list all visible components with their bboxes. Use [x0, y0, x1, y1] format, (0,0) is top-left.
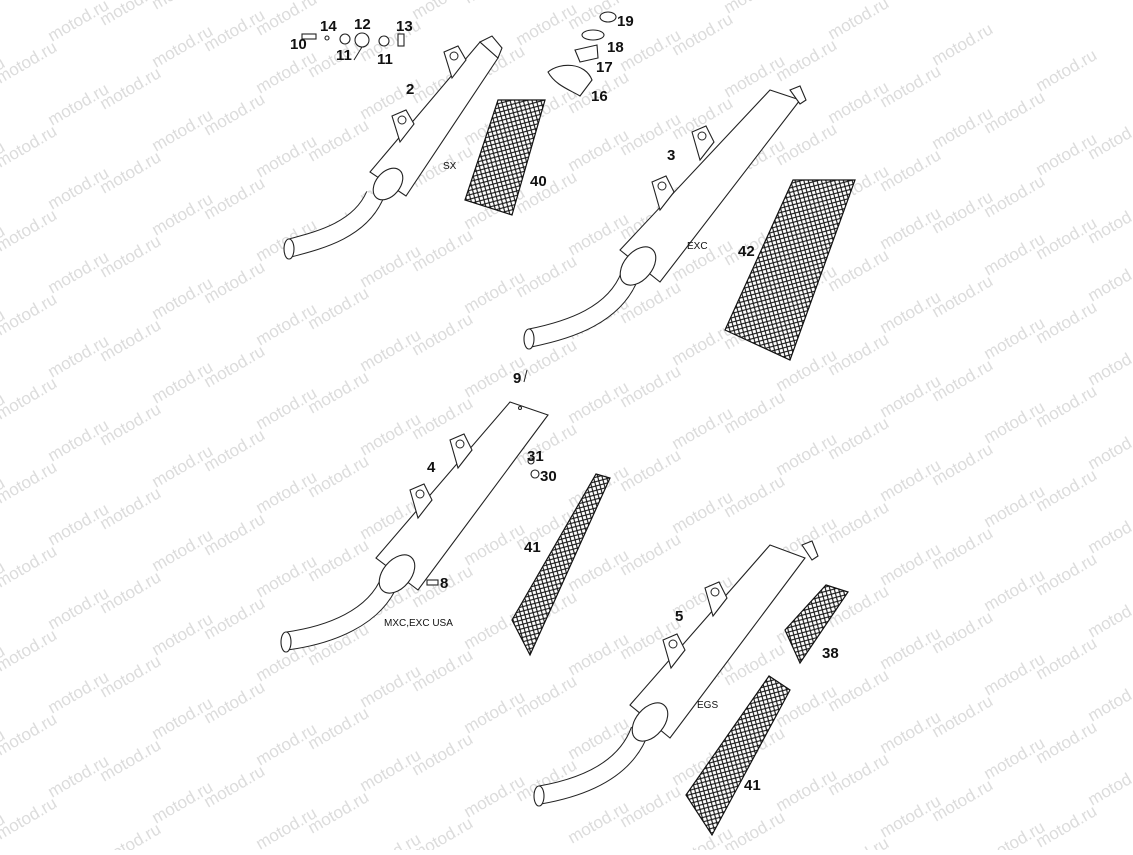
watermark-text: motod.ru: [1085, 591, 1133, 641]
watermark-text: motod.ru: [1085, 255, 1133, 305]
label-part-38: 38: [822, 645, 839, 662]
watermark-text: motod.ru: [0, 0, 60, 3]
watermark-text: motod.ru: [0, 37, 60, 87]
watermark-text: motod.ru: [97, 819, 165, 850]
label-part-12: 12: [354, 16, 371, 33]
label-part-41-right: 41: [744, 777, 761, 794]
label-part-10: 10: [290, 36, 307, 53]
label-part-4: 4: [427, 459, 436, 476]
watermark-text: motod.ru: [825, 0, 893, 43]
label-variant-egs: EGS: [697, 700, 718, 711]
label-part-11a: 11: [336, 47, 352, 64]
watermark-text: motod.ru: [721, 807, 789, 850]
label-part-17: 17: [596, 59, 613, 76]
watermark-text: motod.ru: [1085, 507, 1133, 557]
watermark-text: motod.ru: [929, 19, 997, 69]
watermark-text: motod.ru: [1033, 45, 1101, 95]
label-part-5: 5: [675, 608, 683, 625]
label-part-14: 14: [320, 18, 337, 35]
label-part-18: 18: [607, 39, 624, 56]
label-part-3: 3: [667, 147, 675, 164]
label-part-42: 42: [738, 243, 755, 260]
label-part-41-left: 41: [524, 539, 541, 556]
watermark-text: motod.ru: [357, 829, 425, 850]
watermark-text: motod.ru: [1085, 423, 1133, 473]
watermark-text: motod.ru: [0, 709, 60, 759]
watermark-text: motod.ru: [0, 625, 60, 675]
watermark-text: motod.ru: [149, 0, 217, 13]
watermark-text: motod.ru: [409, 0, 477, 23]
label-variant-exc: EXC: [687, 241, 708, 252]
watermark-text: motod.ru: [461, 0, 529, 7]
label-part-9: 9: [513, 370, 521, 387]
label-variant-sx: SX: [443, 161, 457, 172]
watermark-text: motod.ru: [721, 0, 789, 17]
watermark-text: motod.ru: [0, 121, 60, 171]
watermark-text: motod.ru: [1085, 339, 1133, 389]
watermark-text: motod.ru: [825, 833, 893, 850]
label-part-8: 8: [440, 575, 448, 592]
label-part-31: 31: [527, 448, 544, 465]
watermark-text: motod.ru: [0, 205, 60, 255]
watermark-text: motod.ru: [1085, 759, 1133, 809]
watermark-text: motod.ru: [0, 541, 60, 591]
label-part-40: 40: [530, 173, 547, 190]
label-part-11b: 11: [377, 51, 393, 68]
label-part-2: 2: [406, 81, 414, 98]
watermark-text: motod.ru: [0, 793, 60, 843]
label-part-16: 16: [591, 88, 608, 105]
label-part-13: 13: [396, 18, 413, 35]
watermark-text: motod.ru: [0, 289, 60, 339]
watermark-text: motod.ru: [0, 373, 60, 423]
label-variant-mxc-exc-usa: MXC,EXC USA: [384, 618, 453, 629]
watermark-text: motod.ru: [1085, 675, 1133, 725]
label-part-30: 30: [540, 468, 557, 485]
label-part-19: 19: [617, 13, 634, 30]
watermark-text: motod.ru: [0, 457, 60, 507]
